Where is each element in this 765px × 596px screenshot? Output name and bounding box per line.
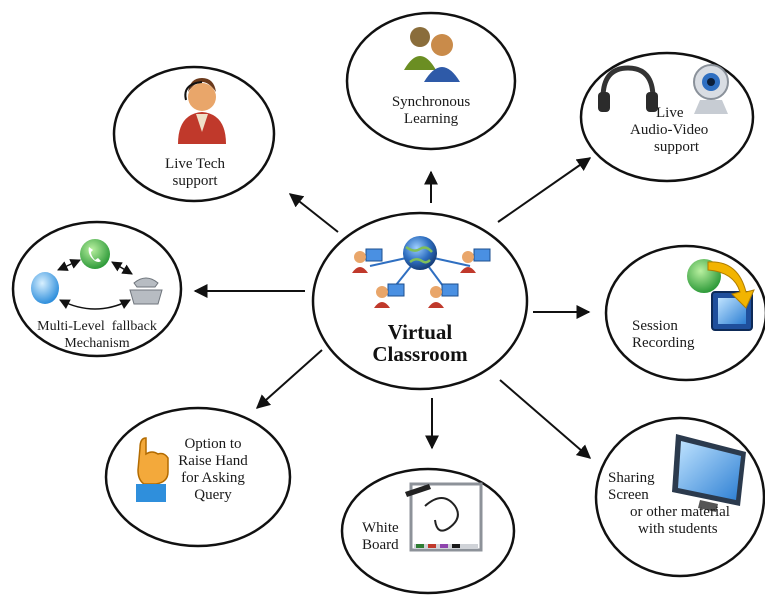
phone-fallback-icon xyxy=(31,239,163,310)
network-users-icon xyxy=(352,236,491,308)
raise-hand-line1: Option to xyxy=(184,436,242,452)
sharing-screen-line3: or other material xyxy=(630,504,730,520)
arrow-to-live-av-support xyxy=(497,157,592,223)
white-board-line1: White xyxy=(362,520,399,536)
synchronous-learning-line1: Synchronous xyxy=(391,94,471,110)
sharing-screen-line2: Screen xyxy=(608,487,649,503)
synchronous-learning-label: Synchronous Learning xyxy=(376,94,486,128)
center-title-line1: Virtual xyxy=(387,320,453,344)
center-title: Virtual Classroom xyxy=(370,321,470,365)
white-board-line2: Board xyxy=(362,537,399,553)
headset-webcam-icon xyxy=(598,64,729,114)
raise-hand-line3: for Asking xyxy=(181,470,245,486)
raise-hand-line4: Query xyxy=(194,487,232,503)
live-av-support-line2: Audio-Video xyxy=(630,122,709,138)
fallback-ellipse xyxy=(11,220,183,358)
sharing-screen-line1: Sharing xyxy=(608,470,655,486)
session-recording-line2: Recording xyxy=(632,335,695,351)
session-recording-line1: Session xyxy=(632,318,678,334)
raise-hand-line2: Raise Hand xyxy=(178,453,248,469)
whiteboard-icon xyxy=(405,482,483,552)
live-av-support-label: Live Audio-Video support xyxy=(620,105,730,156)
raise-hand-icon xyxy=(136,437,169,502)
arrow-to-live-tech xyxy=(288,193,339,233)
raise-hand-label: Option to Raise Hand for Asking Query xyxy=(168,436,258,504)
monitor-icon xyxy=(672,434,746,512)
users-icon xyxy=(404,27,460,82)
support-agent-icon xyxy=(178,78,226,144)
live-av-support-line3: support xyxy=(654,139,699,155)
session-recording-ellipse xyxy=(604,244,765,382)
synchronous-learning-line2: Learning xyxy=(403,111,459,127)
arrow-to-sharing-screen xyxy=(499,379,592,459)
live-tech-line1: Live Tech xyxy=(165,156,225,172)
fallback-label: Multi-Level fallback Mechanism xyxy=(22,318,172,352)
session-recording-label: Session Recording xyxy=(632,318,712,352)
live-tech-label: Live Tech support xyxy=(150,156,240,190)
sharing-screen-line4: with students xyxy=(638,521,718,537)
live-tech-line2: support xyxy=(172,173,218,189)
center-title-line2: Classroom xyxy=(372,342,468,366)
live-av-support-line1: Live xyxy=(656,105,684,121)
fallback-line1: Multi-Level fallback xyxy=(37,319,157,334)
fallback-line2: Mechanism xyxy=(64,336,130,351)
recording-icon xyxy=(687,259,755,331)
arrow-to-raise-hand xyxy=(255,349,323,409)
sharing-screen-label: Sharing Screen or other material with st… xyxy=(608,470,758,538)
raise-hand-ellipse xyxy=(104,406,292,548)
white-board-label: White Board xyxy=(362,520,412,554)
